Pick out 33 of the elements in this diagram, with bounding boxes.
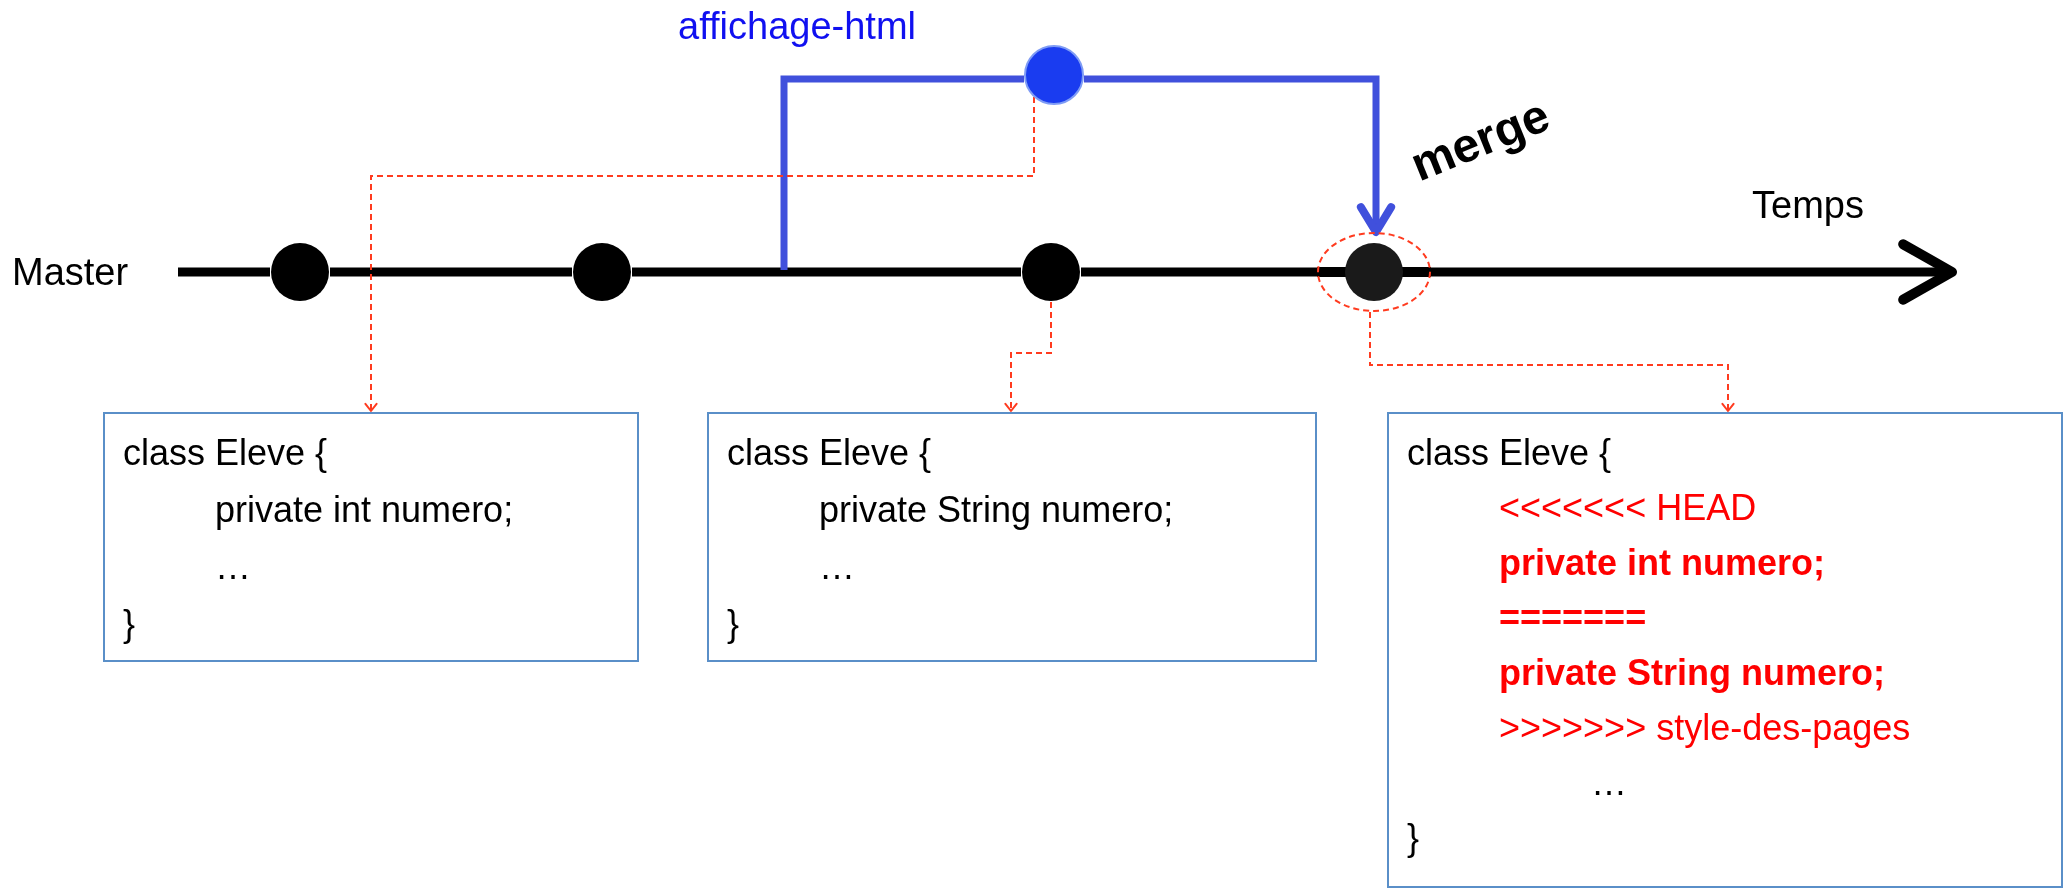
code-line: } [727, 602, 741, 646]
commit-dot [572, 242, 632, 302]
commit-dot [270, 242, 330, 302]
code-line: class Eleve { [727, 431, 933, 475]
code-line: private int numero; [214, 488, 515, 532]
arrow [1431, 239, 1957, 305]
commit-dot [1021, 242, 1081, 302]
code-line: >>>>>>> style-des-pages [1498, 706, 1912, 750]
leader-line [1369, 311, 1735, 412]
code-line: class Eleve { [123, 431, 329, 475]
code-line: ======= [1498, 596, 1648, 640]
commit-dot [1024, 45, 1084, 105]
code-line: … [818, 545, 856, 589]
code-line: private int numero; [1498, 541, 1827, 585]
code-box [1387, 412, 2063, 888]
code-line: } [1407, 816, 1421, 860]
branch-label: affichage-html [678, 4, 916, 48]
code-box [103, 412, 639, 662]
code-line: } [123, 602, 137, 646]
code-line: class Eleve { [1407, 431, 1613, 475]
merge-commit-dot [1317, 232, 1431, 312]
edge-label: merge [1405, 92, 1556, 188]
line-label: Master [12, 250, 129, 294]
code-line: … [214, 545, 252, 589]
arrow [1084, 75, 1396, 236]
leader-line [364, 96, 1035, 412]
axis-label: Temps [1752, 183, 1864, 227]
code-box [707, 412, 1317, 662]
leader-line [1004, 301, 1052, 412]
code-line: … [1590, 761, 1628, 805]
code-line: private String numero; [1498, 651, 1887, 695]
code-line: private String numero; [818, 488, 1175, 532]
code-line: <<<<<<< HEAD [1498, 486, 1758, 530]
